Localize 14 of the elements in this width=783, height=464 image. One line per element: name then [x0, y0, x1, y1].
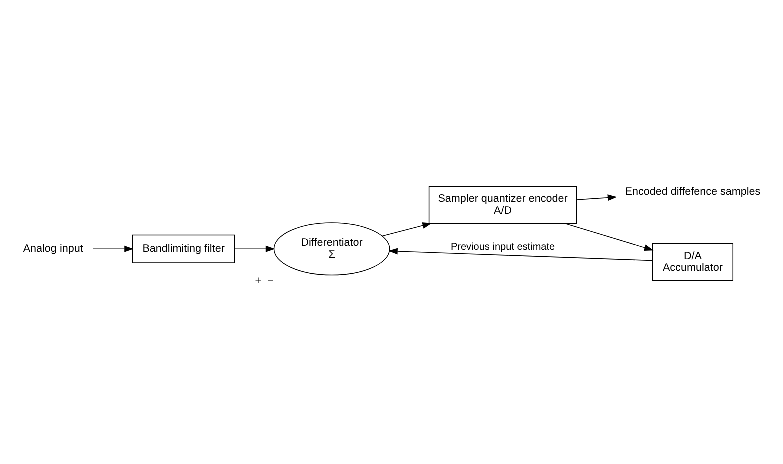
node-box: Sampler quantizer encoder A/D: [428, 186, 578, 224]
node-label: + −: [255, 274, 274, 286]
arrow: [388, 248, 654, 261]
arrow: [564, 222, 654, 251]
arrow: [93, 245, 134, 252]
arrow: [234, 245, 276, 252]
node-text: Analog input: [23, 242, 84, 254]
node-box: D/A Accumulator: [652, 242, 734, 281]
node-ellipse: Differentiator Σ: [274, 222, 390, 276]
arrow: [576, 194, 618, 201]
arrow: [382, 222, 432, 236]
node-box: Bandlimiting filter: [132, 234, 236, 263]
node-text: Encoded diffefence samples: [625, 185, 761, 198]
edge-label: Previous input estimate: [450, 242, 556, 253]
